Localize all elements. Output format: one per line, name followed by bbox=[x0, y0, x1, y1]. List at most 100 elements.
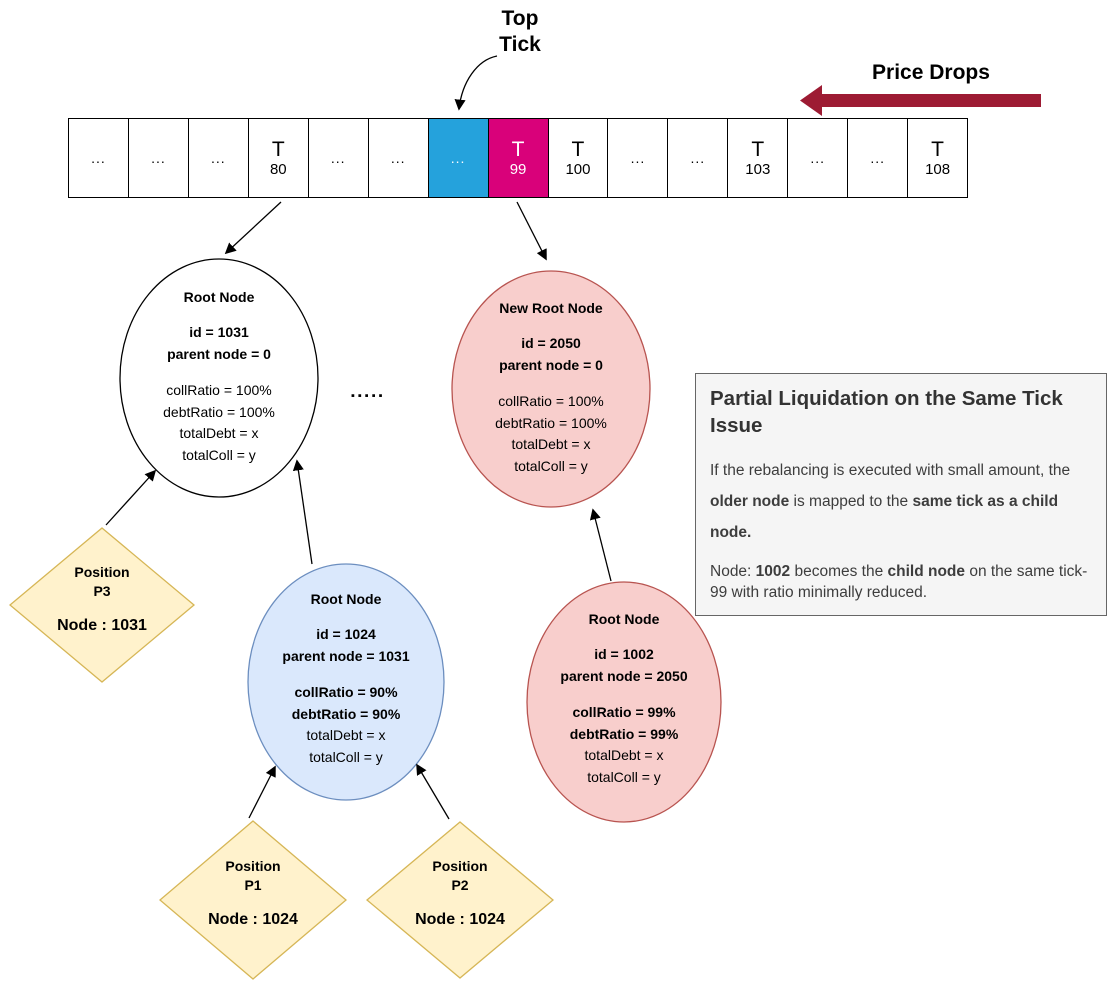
top-tick-label: Top Tick bbox=[499, 7, 541, 56]
tick-number: 80 bbox=[269, 160, 287, 178]
node-parent: parent node = 2050 bbox=[560, 667, 688, 684]
position-p2-diamond bbox=[365, 821, 555, 979]
tick-cell: ... bbox=[307, 119, 368, 197]
node-coll-ratio: collRatio = 100% bbox=[498, 393, 604, 409]
tick-label: ... bbox=[151, 150, 166, 166]
tick-cell-top-tick: ... bbox=[427, 119, 488, 197]
position-node-ref: Node : 1024 bbox=[415, 911, 505, 928]
top-tick-pointer-arrow bbox=[454, 55, 498, 111]
node-total-debt: totalDebt = x bbox=[179, 425, 259, 441]
node-debt-ratio: debtRatio = 100% bbox=[163, 403, 275, 420]
tick-label: ... bbox=[91, 150, 106, 166]
node-id: id = 1024 bbox=[316, 626, 376, 642]
tick-number: 108 bbox=[925, 160, 951, 178]
note-paragraph-2: Node: 1002 becomes the child node on the… bbox=[710, 561, 1092, 603]
node-id: id = 2050 bbox=[521, 335, 581, 351]
tick-label: T bbox=[571, 137, 585, 161]
node-total-coll: totalColl = y bbox=[309, 748, 383, 765]
node-debt-ratio: debtRatio = 100% bbox=[495, 414, 607, 431]
node-total-coll: totalColl = y bbox=[514, 457, 588, 474]
note-text: becomes the bbox=[790, 563, 888, 580]
node-title: New Root Node bbox=[499, 300, 603, 316]
arrow-root1002-to-newroot2050 bbox=[589, 508, 612, 582]
node-total-coll: totalColl = y bbox=[587, 768, 661, 785]
root-node-1002-text: Root Node id = 1002 parent node = 2050 c… bbox=[529, 609, 719, 788]
price-drops-label: Price Drops bbox=[872, 61, 990, 84]
root-node-1024-text: Root Node id = 1024 parent node = 1031 c… bbox=[251, 589, 441, 768]
tick-label: T bbox=[931, 137, 944, 161]
position-label: Position bbox=[74, 564, 130, 580]
tick-label: T bbox=[751, 137, 765, 161]
node-parent: parent node = 1031 bbox=[282, 647, 410, 664]
tick-label: ... bbox=[390, 150, 406, 166]
tick-cell: ... bbox=[187, 119, 248, 197]
note-text: on the same tick-99 with ratio minimally… bbox=[710, 563, 1088, 601]
node-coll-ratio: collRatio = 100% bbox=[166, 382, 272, 398]
ellipsis-separator: ▪▪▪▪▪ bbox=[351, 390, 386, 402]
node-parent: parent node = 0 bbox=[167, 345, 271, 362]
note-title: Partial Liquidation on the Same Tick Iss… bbox=[710, 387, 1063, 437]
node-total-coll: totalColl = y bbox=[182, 446, 256, 463]
position-p1-diamond bbox=[158, 820, 348, 980]
tick-cell: ... bbox=[127, 119, 188, 197]
node-title: Root Node bbox=[310, 591, 382, 607]
position-p3-diamond bbox=[8, 527, 196, 683]
position-p1-text: Position P1 Node : 1024 bbox=[168, 857, 338, 929]
root-node-1024-ellipse bbox=[247, 563, 445, 801]
note-text-bold: child node bbox=[887, 563, 966, 580]
node-title: Root Node bbox=[183, 289, 255, 305]
note-text-bold: 1002 bbox=[755, 563, 791, 580]
arrow-p1-to-root1024 bbox=[248, 765, 276, 819]
arrow-p3-to-root1031 bbox=[105, 469, 157, 526]
node-total-debt: totalDebt = x bbox=[584, 747, 664, 763]
note-text: Node: bbox=[710, 563, 756, 580]
position-id: P1 bbox=[244, 877, 262, 893]
node-id: id = 1031 bbox=[189, 324, 249, 340]
note-text-bold: same tick as a child node. bbox=[710, 493, 1059, 541]
root-node-1031-ellipse bbox=[119, 258, 319, 498]
note-text: If the rebalancing is executed with smal… bbox=[710, 462, 1071, 479]
price-drops-arrow-head bbox=[800, 85, 822, 116]
node-parent: parent node = 0 bbox=[499, 356, 603, 373]
tick-cell: ... bbox=[367, 119, 428, 197]
position-id: P2 bbox=[451, 877, 469, 893]
tick-number: 99 bbox=[509, 160, 527, 178]
position-node-ref: Node : 1024 bbox=[208, 911, 298, 928]
position-node-ref: Node : 1031 bbox=[57, 617, 147, 634]
tick-label: ... bbox=[630, 150, 646, 166]
tick-label: T bbox=[511, 137, 525, 161]
tick-cell: ... bbox=[69, 119, 128, 197]
tick-label: T bbox=[271, 137, 285, 161]
tick-label: ... bbox=[690, 150, 706, 166]
note-paragraph-1: If the rebalancing is executed with smal… bbox=[710, 455, 1092, 548]
arrow-root1024-to-root1031 bbox=[292, 459, 313, 565]
position-label: Position bbox=[225, 858, 281, 874]
tick-label: ... bbox=[211, 150, 226, 166]
tick-cell: ... bbox=[667, 119, 728, 197]
arrow-p2-to-root1024 bbox=[416, 763, 450, 820]
node-coll-ratio: collRatio = 99% bbox=[572, 704, 676, 720]
tick-number: 103 bbox=[745, 160, 771, 178]
position-p3-text: Position P3 Node : 1031 bbox=[17, 563, 187, 635]
node-title: Root Node bbox=[588, 611, 660, 627]
node-debt-ratio: debtRatio = 90% bbox=[291, 705, 401, 722]
arrow-tick80-to-root1031 bbox=[224, 201, 282, 255]
new-root-node-2050-text: New Root Node id = 2050 parent node = 0 … bbox=[456, 298, 646, 477]
note-text: is mapped to the bbox=[789, 493, 913, 510]
root-node-1031-text: Root Node id = 1031 parent node = 0 coll… bbox=[124, 287, 314, 466]
node-total-debt: totalDebt = x bbox=[306, 727, 386, 743]
tick-cell: ... bbox=[847, 119, 908, 197]
tick-cell: ... bbox=[787, 119, 848, 197]
tick-label: ... bbox=[450, 150, 466, 166]
arrow-tick99-to-newroot2050 bbox=[516, 201, 547, 261]
tick-label: ... bbox=[330, 150, 346, 166]
tick-label: ... bbox=[810, 150, 826, 166]
